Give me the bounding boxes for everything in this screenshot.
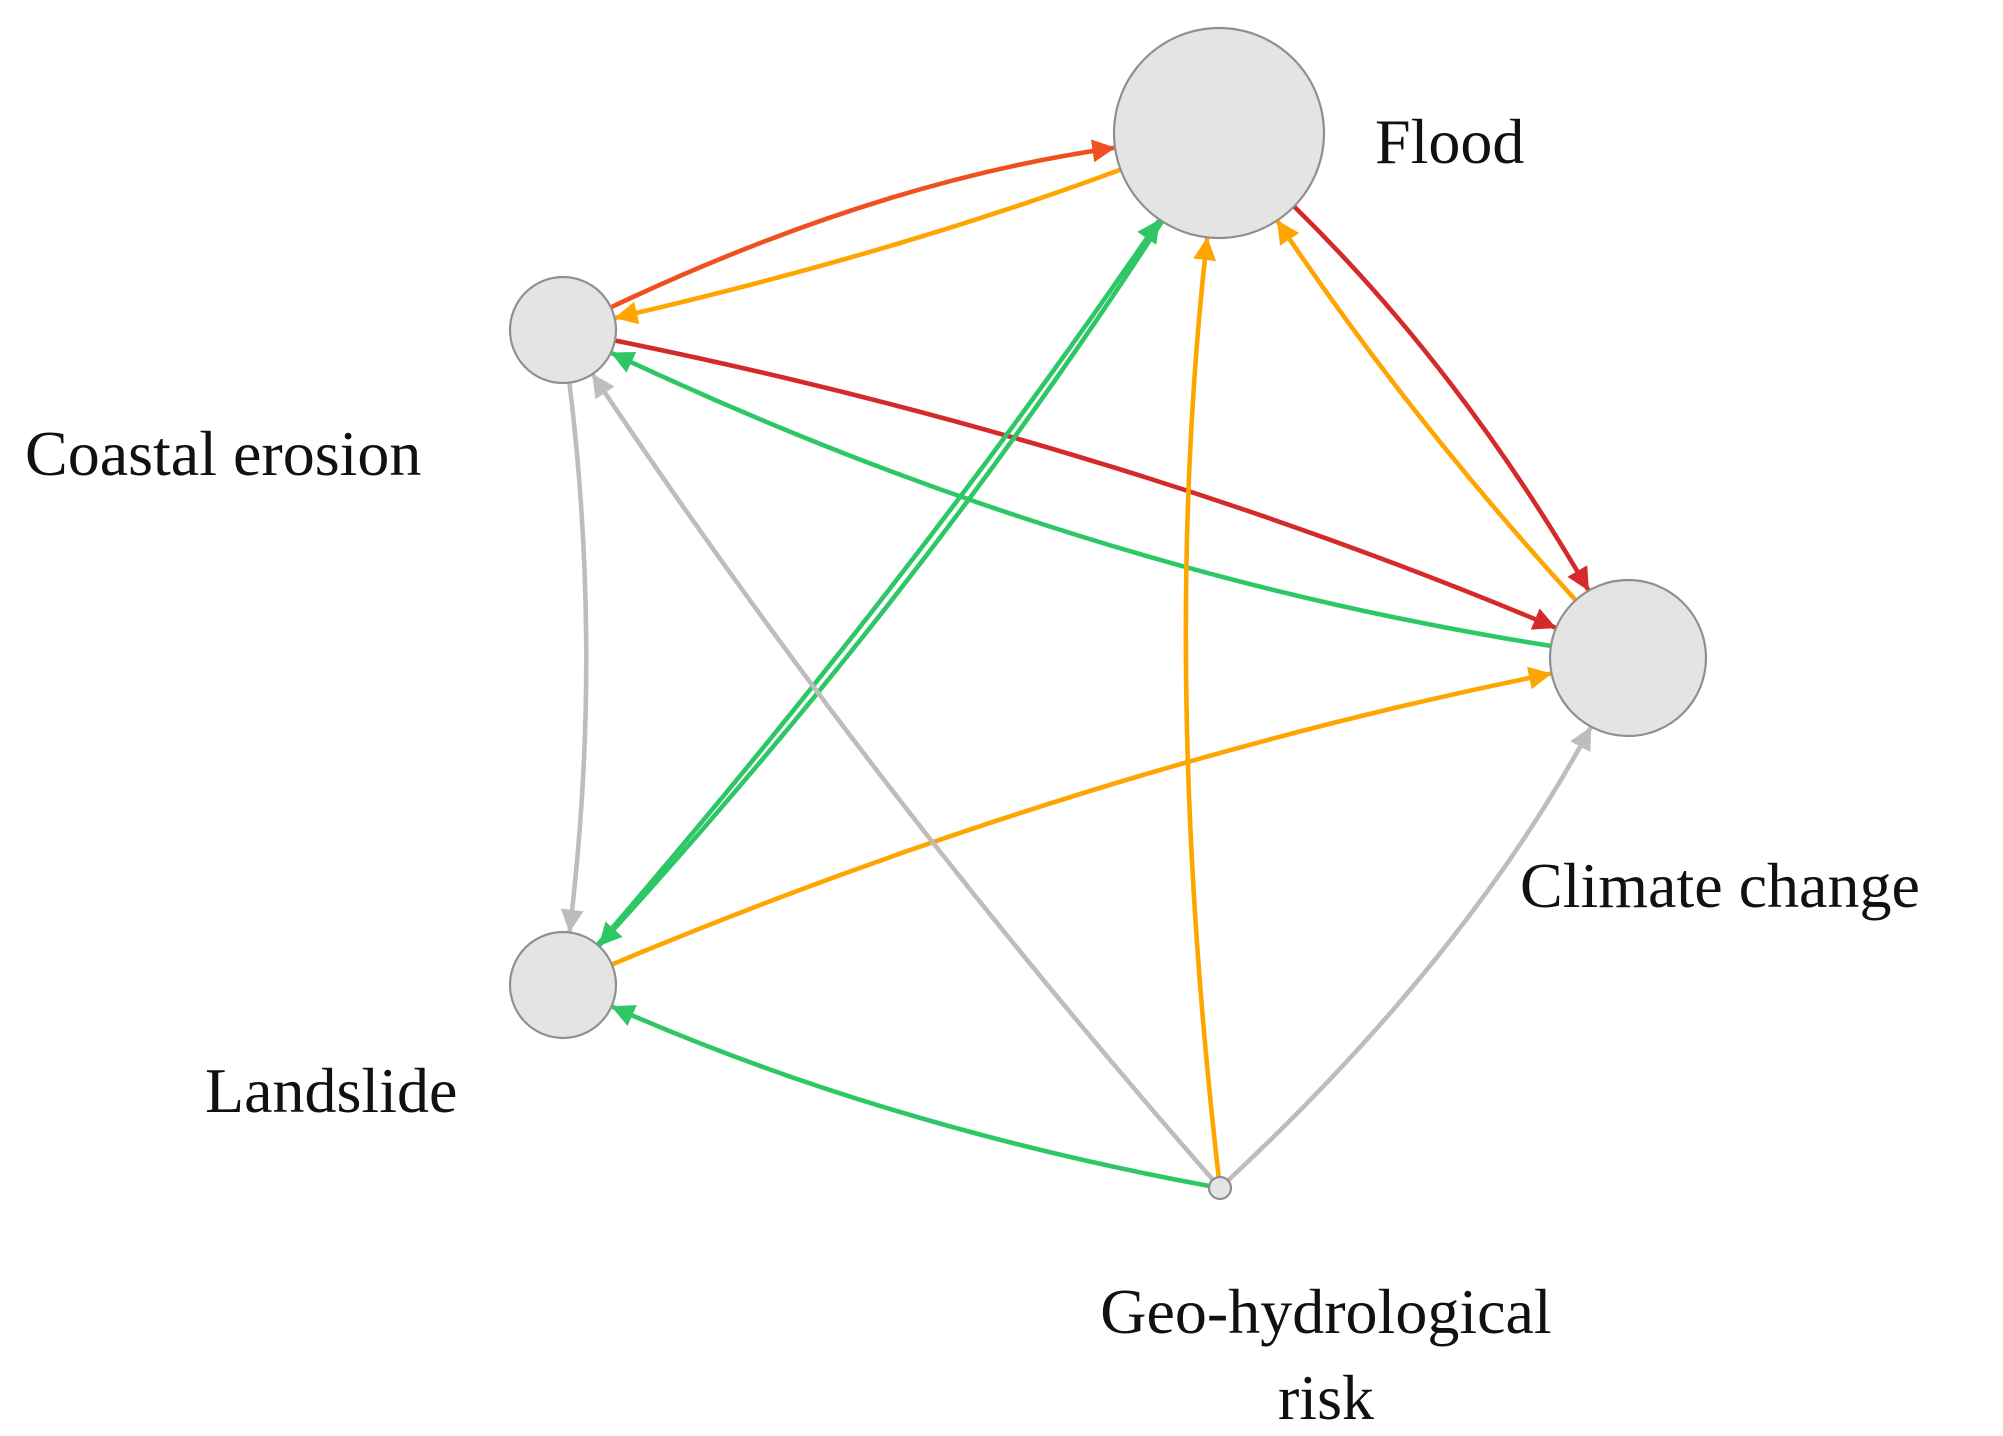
node-flood [1112, 26, 1326, 240]
edges-layer [560, 139, 1593, 1189]
edge-coastal-erosion-to-climate-change [612, 338, 1557, 630]
edge-geo-hydrological-risk-to-landslide [611, 1004, 1212, 1189]
node-label-line: Geo-hydrological [1100, 1276, 1551, 1347]
node-label-line: risk [1278, 1362, 1374, 1433]
nodes-layer [508, 26, 1708, 1201]
node-label-landslide: Landslide [205, 1055, 457, 1126]
edge-climate-change-to-flood [1275, 219, 1578, 603]
node-label-line: Flood [1375, 106, 1524, 177]
node-label-line: Coastal erosion [25, 418, 421, 489]
node-label-climate-change: Climate change [1520, 850, 1920, 921]
edge-flood-to-climate-change [1291, 204, 1590, 592]
node-landslide [508, 930, 618, 1040]
edge-landslide-to-flood [595, 219, 1161, 948]
node-label-line: Landslide [205, 1055, 457, 1126]
edge-geo-hydrological-risk-to-coastal-erosion [591, 373, 1216, 1182]
node-coastal-erosion [508, 275, 618, 385]
node-label-line: Climate change [1520, 850, 1920, 921]
node-geo-hydrological-risk [1207, 1175, 1233, 1201]
edge-landslide-to-climate-change [609, 666, 1552, 967]
edge-coastal-erosion-to-flood [608, 139, 1116, 310]
edge-flood-to-coastal-erosion [614, 167, 1123, 325]
edge-flood-to-landslide [597, 218, 1165, 947]
edge-geo-hydrological-risk-to-flood [1183, 237, 1221, 1180]
edge-climate-change-to-coastal-erosion [610, 351, 1554, 649]
edge-coastal-erosion-to-landslide [560, 380, 589, 933]
node-climate-change [1548, 578, 1708, 738]
node-label-geo-hydrological-risk: Geo-hydrological risk [1100, 1276, 1551, 1433]
node-label-flood: Flood [1375, 106, 1524, 177]
node-label-coastal-erosion: Coastal erosion [25, 418, 421, 489]
edge-geo-hydrological-risk-to-climate-change [1225, 726, 1593, 1183]
